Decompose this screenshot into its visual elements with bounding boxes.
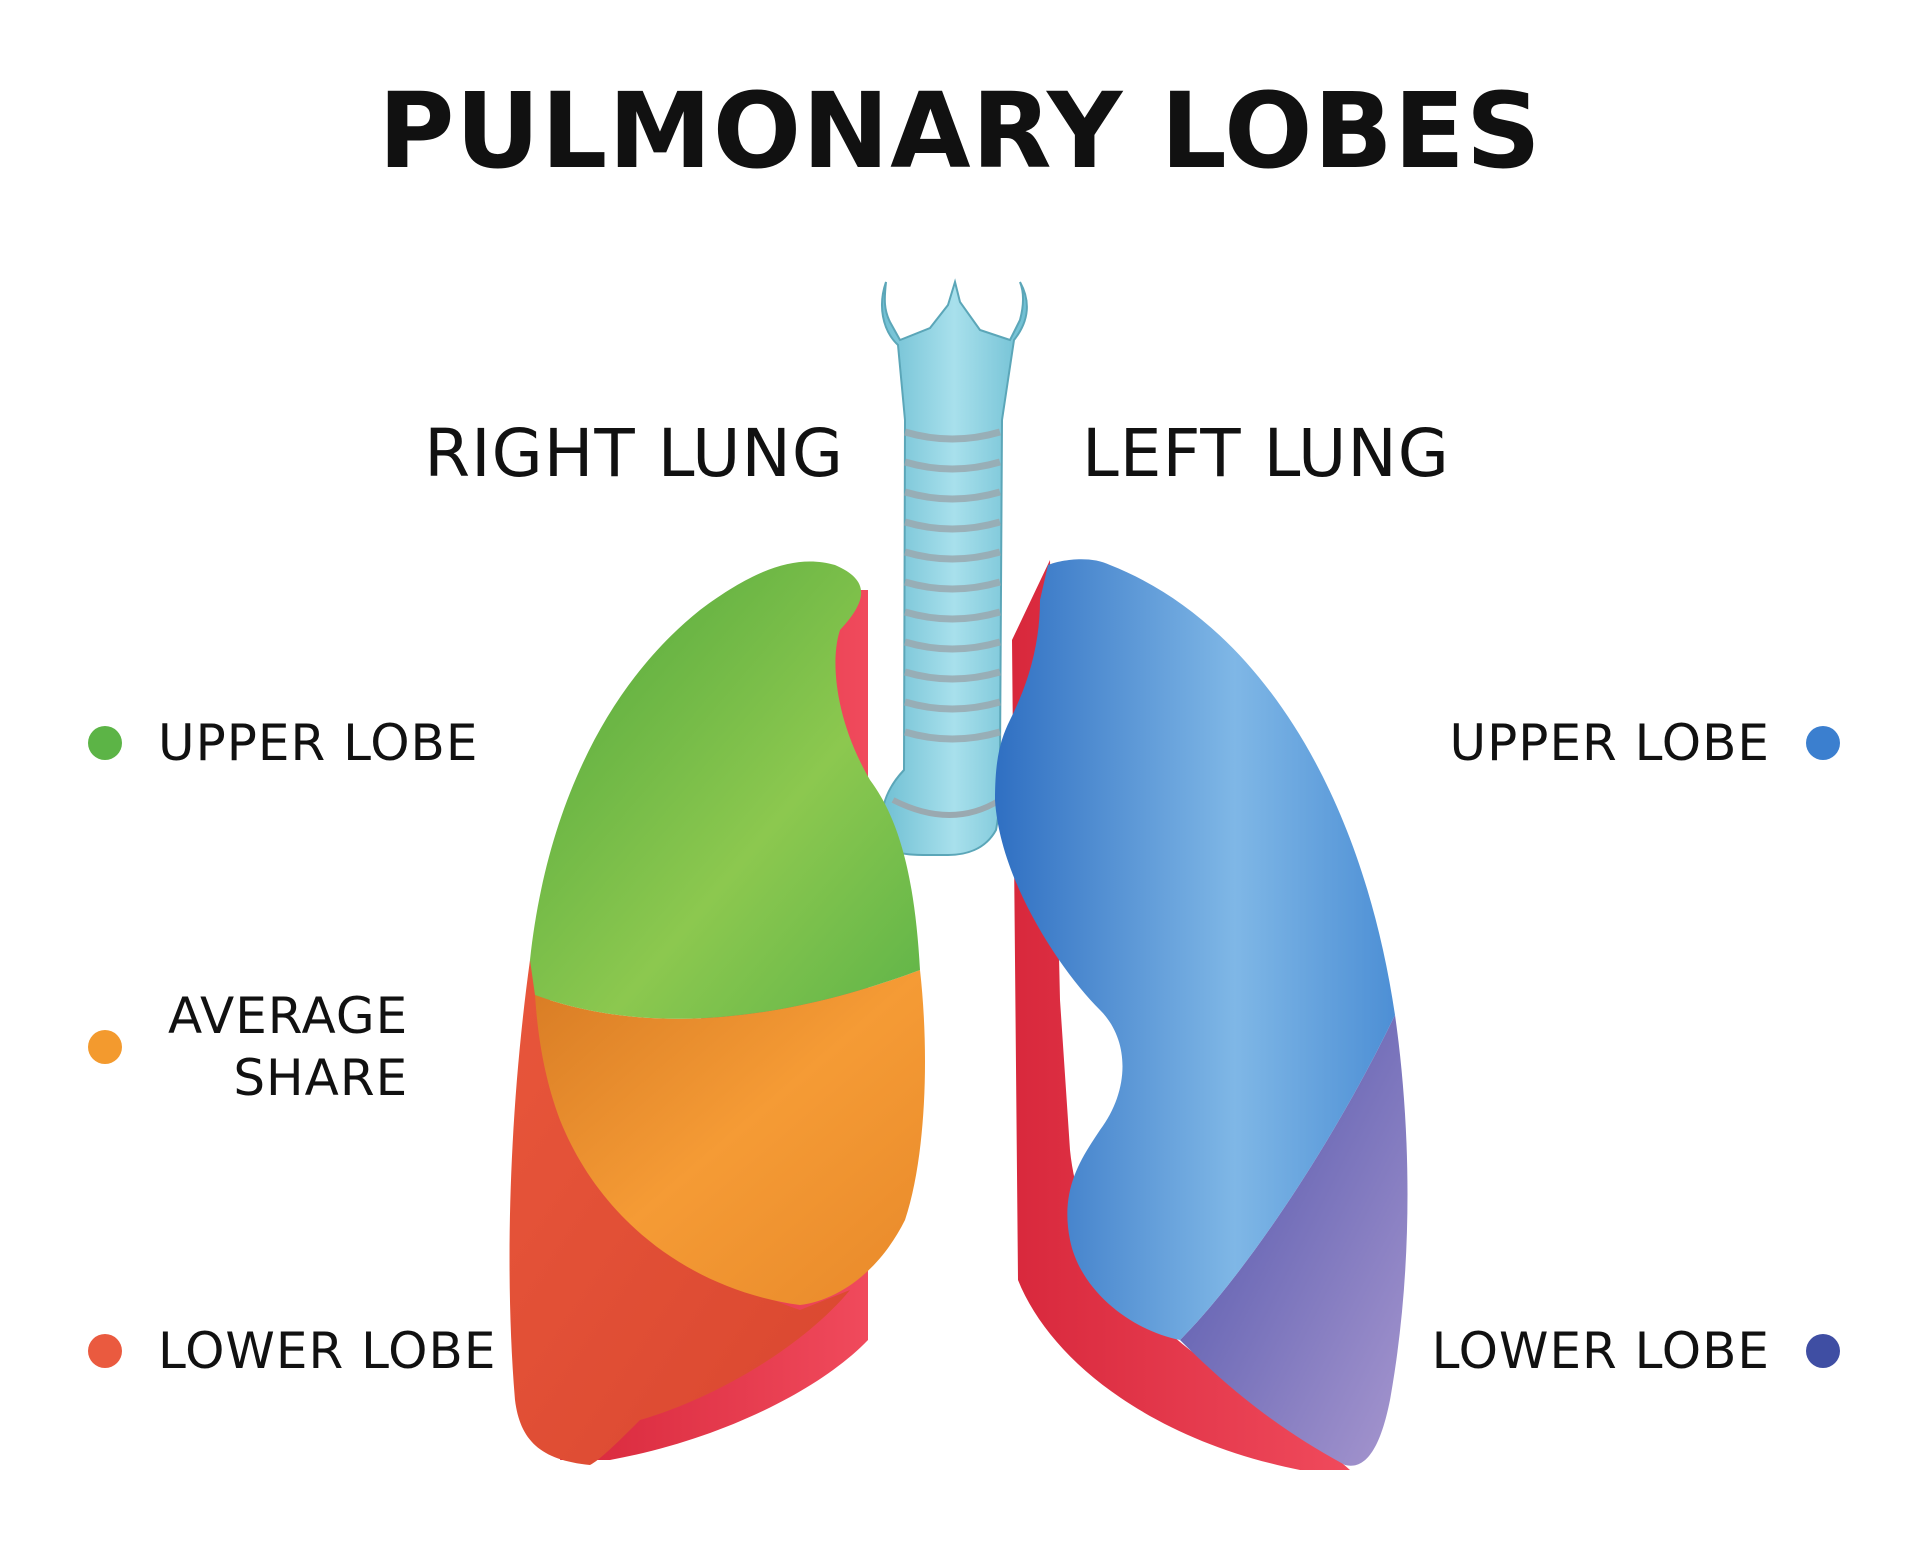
legend-dot-navy bbox=[1806, 1334, 1840, 1368]
legend-right-upper-lobe: UPPER LOBE bbox=[88, 712, 478, 774]
left-upper-lobe bbox=[995, 559, 1395, 1340]
legend-left-upper-lobe: UPPER LOBE bbox=[1450, 712, 1840, 774]
left-lung-heading: LEFT LUNG bbox=[1082, 415, 1450, 492]
left-lung bbox=[995, 559, 1408, 1470]
legend-label: LOWER LOBE bbox=[158, 1322, 497, 1380]
legend-dot-blue bbox=[1806, 726, 1840, 760]
left-lower-lobe bbox=[1180, 1015, 1408, 1466]
legend-label: LOWER LOBE bbox=[1431, 1322, 1770, 1380]
legend-right-lower-lobe: LOWER LOBE bbox=[88, 1320, 496, 1382]
legend-dot-orange bbox=[88, 1030, 122, 1064]
right-middle-lobe bbox=[535, 970, 925, 1305]
trachea-rings bbox=[904, 428, 1001, 743]
right-lung bbox=[509, 561, 925, 1465]
legend-label: UPPER LOBE bbox=[158, 714, 479, 772]
right-lower-lobe bbox=[509, 960, 850, 1465]
legend-dot-green bbox=[88, 726, 122, 760]
right-lung-heading: RIGHT LUNG bbox=[424, 415, 844, 492]
legend-label: UPPER LOBE bbox=[1449, 714, 1770, 772]
legend-label-multiline: AVERAGE SHARE bbox=[168, 987, 409, 1107]
page-title: PULMONARY LOBES bbox=[378, 70, 1542, 192]
legend-right-middle-lobe: AVERAGE SHARE bbox=[88, 985, 408, 1109]
right-upper-lobe bbox=[530, 561, 920, 1019]
legend-dot-red bbox=[88, 1334, 122, 1368]
legend-left-lower-lobe: LOWER LOBE bbox=[1432, 1320, 1840, 1382]
trachea bbox=[880, 278, 1028, 856]
